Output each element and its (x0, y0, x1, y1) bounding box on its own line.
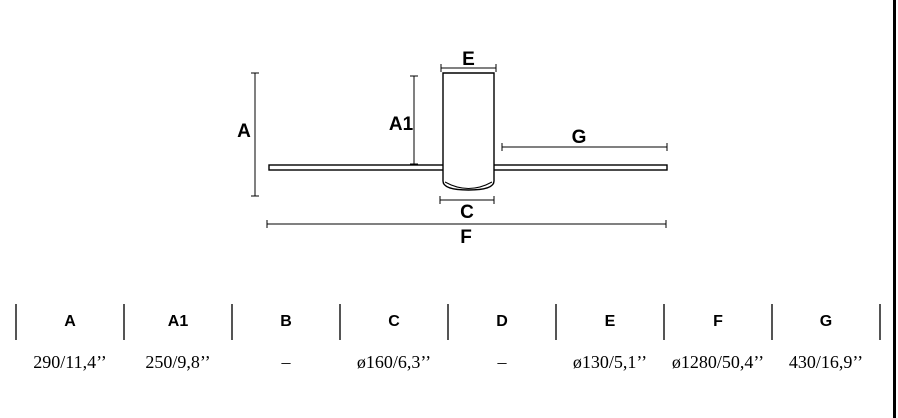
column-header: D (496, 313, 508, 330)
label-a: A (237, 121, 251, 142)
light-dome (444, 181, 493, 189)
column-value: 290/11,4’’ (33, 352, 107, 372)
dimension-table: A 290/11,4’’ A1 250/9,8’’ B – C ø160/6,3… (16, 304, 880, 384)
table-column-e: E ø130/5,1’’ (556, 304, 664, 384)
column-separator (663, 304, 665, 340)
column-header: B (280, 313, 292, 330)
column-header: G (819, 313, 833, 330)
column-value: ø130/5,1’’ (572, 352, 648, 372)
page-border-right (893, 0, 896, 418)
table-column-d: D – (448, 304, 556, 384)
dimension-line-a (251, 72, 259, 197)
column-value: 430/16,9’’ (788, 352, 864, 372)
table-column-g: G 430/16,9’’ (772, 304, 880, 384)
fan-dimension-diagram: A A1 E G C (237, 49, 668, 248)
column-value: – (281, 352, 291, 372)
column-separator (15, 304, 17, 340)
label-g: G (572, 127, 587, 148)
table-column-a1: A1 250/9,8’’ (124, 304, 232, 384)
table-column-b: B – (232, 304, 340, 384)
column-separator (339, 304, 341, 340)
column-header: E (604, 313, 616, 330)
label-f: F (460, 227, 472, 248)
dimension-line-f (266, 220, 667, 228)
label-a1: A1 (389, 114, 414, 135)
dimension-line-e (440, 64, 497, 72)
column-separator (123, 304, 125, 340)
dimension-line-g (501, 143, 668, 151)
column-separator (231, 304, 233, 340)
column-header: A1 (167, 313, 189, 330)
table-column-f: F ø1280/50,4’’ (664, 304, 772, 384)
column-value: 250/9,8’’ (145, 352, 211, 372)
column-value: ø1280/50,4’’ (671, 352, 765, 372)
column-separator (771, 304, 773, 340)
column-value: ø160/6,3’’ (356, 352, 432, 372)
dimension-line-a1 (410, 75, 418, 165)
column-value: – (497, 352, 507, 372)
column-header: C (388, 313, 400, 330)
dimension-line-c (439, 196, 495, 204)
label-c: C (460, 202, 474, 223)
table-column-a: A 290/11,4’’ (16, 304, 124, 384)
label-e: E (462, 49, 475, 70)
column-separator (879, 304, 881, 340)
motor-body (442, 72, 495, 191)
column-separator (555, 304, 557, 340)
column-separator (447, 304, 449, 340)
column-header: F (713, 313, 723, 330)
table-column-c: C ø160/6,3’’ (340, 304, 448, 384)
column-header: A (64, 313, 76, 330)
